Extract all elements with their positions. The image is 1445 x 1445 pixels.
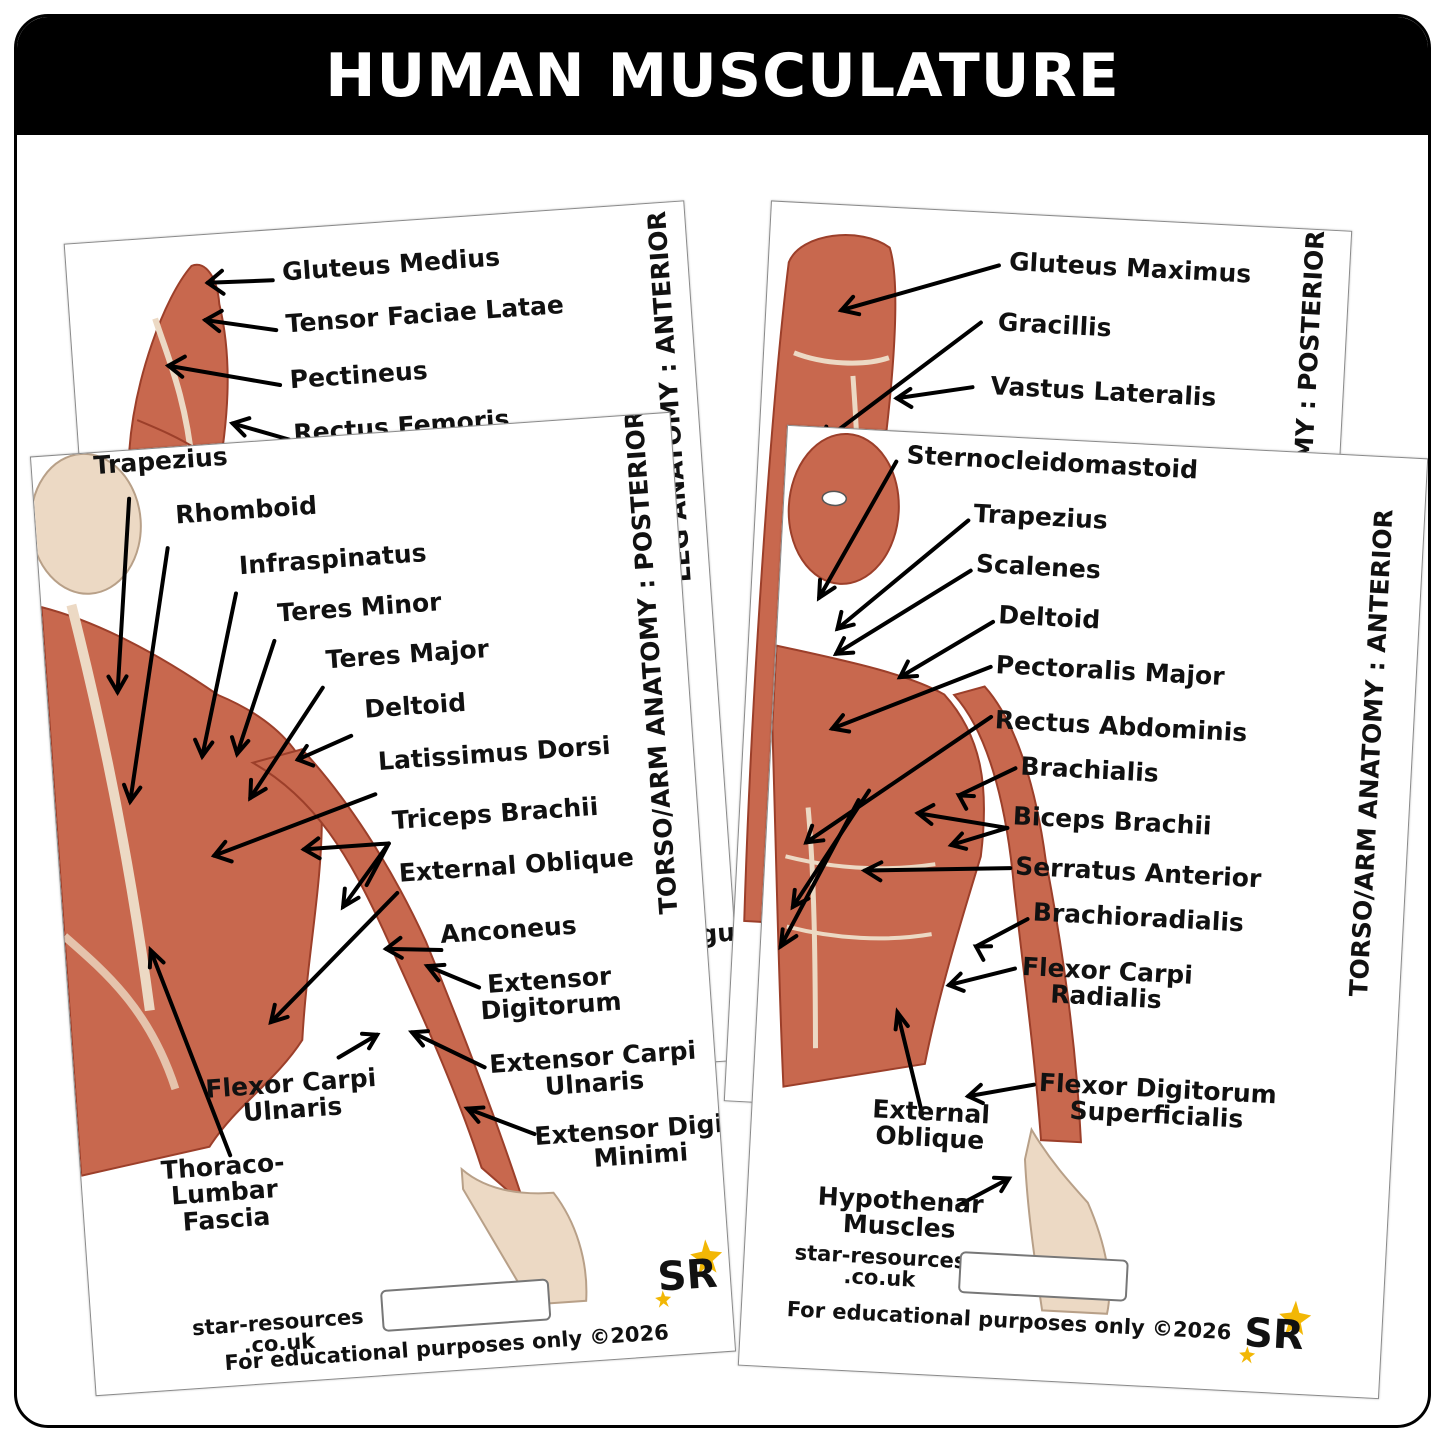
name-box-anterior[interactable] [957,1251,1129,1302]
label-external-oblique-anterior: External Oblique [871,1094,991,1156]
logo-text: SR [1242,1310,1305,1360]
star-icon [655,1239,723,1308]
sr-logo-anterior: SR [1234,1296,1318,1380]
label-gracillis: Gracillis [997,307,1113,343]
product-frame: HUMAN MUSCULATURE Gluteus Medius Tensor … [14,14,1431,1428]
star-icon [1239,1300,1312,1364]
card-torso-posterior: Trapezius Rhomboid Infraspinatus Teres M… [29,411,737,1397]
label-extensor-digitorum: Extensor Digitorum [479,961,623,1026]
torso-posterior-illustration [30,452,588,1306]
logo-text: SR [656,1250,719,1301]
card-leg-anterior: Gluteus Medius Tensor Faciae Latae Pecti… [63,200,745,1104]
page-title: HUMAN MUSCULATURE [17,17,1428,135]
sr-logo: SR [647,1236,732,1321]
label-hypothenar-muscles: Hypothenar Muscles [817,1181,985,1244]
label-scalenes: Scalenes [975,548,1102,585]
leg-anterior-illustration [121,263,291,503]
label-flexor-carpi-radialis: Flexor Carpi Radialis [1021,951,1194,1015]
card-torso-anterior: Sternocleidomastoid Trapezius Scalenes D… [737,424,1428,1400]
label-thoraco-lumbar-fascia: Thoraco- Lumbar Fascia [160,1147,286,1237]
label-deltoid-anterior: Deltoid [997,600,1101,635]
footer-site-anterior: star-resources .co.uk [794,1240,967,1292]
